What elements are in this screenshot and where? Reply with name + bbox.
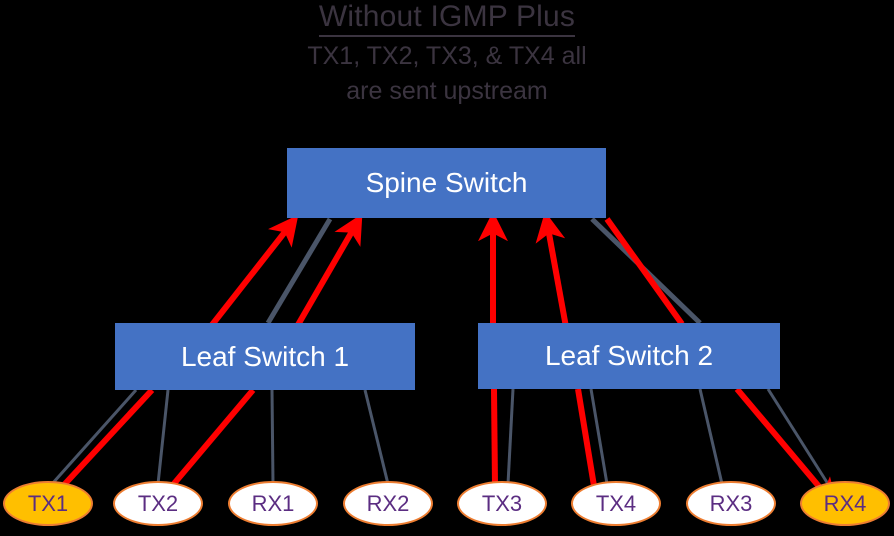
endpoint-label: TX3 (481, 490, 523, 516)
link-leaf1-tx2-idle (156, 389, 170, 485)
endpoint-tx4[interactable]: TX4 (571, 481, 661, 526)
link-tx1-leaf1-active (60, 387, 155, 489)
link-leaf1-spine-active-1 (205, 214, 299, 332)
endpoint-label: RX4 (823, 490, 867, 516)
endpoint-rx4[interactable]: RX4 (800, 481, 890, 526)
link-leaf1-spine-idle (265, 217, 333, 325)
subtitle-line-1: TX1, TX2, TX3, & TX4 all (307, 42, 587, 70)
spine-switch-node[interactable]: Spine Switch (287, 148, 606, 218)
endpoint-label: TX1 (27, 490, 69, 516)
leaf-switch-1-node[interactable]: Leaf Switch 1 (115, 323, 415, 390)
link-leaf2-rx4-active (734, 387, 838, 509)
link-leaf2-rx3-idle (698, 388, 724, 485)
endpoint-label: TX2 (137, 490, 179, 516)
endpoint-label: RX1 (251, 490, 295, 516)
endpoint-label: RX3 (709, 490, 753, 516)
link-tx2-leaf1-active (169, 388, 256, 488)
endpoint-rx3[interactable]: RX3 (686, 481, 776, 526)
link-tx4-leaf2-active (575, 388, 597, 487)
link-leaf2-spine-active-2 (535, 211, 569, 328)
link-leaf1-tx1-idle (50, 389, 138, 485)
page-title: Without IGMP Plus (318, 0, 576, 37)
subtitle-line-2: are sent upstream (346, 77, 548, 105)
endpoint-tx1[interactable]: TX1 (3, 481, 93, 526)
endpoint-label: RX2 (366, 490, 410, 516)
endpoint-tx3[interactable]: TX3 (457, 481, 547, 526)
endpoint-rx2[interactable]: RX2 (343, 481, 433, 526)
link-spine-leaf2-downstream (604, 217, 685, 326)
link-leaf1-rx2-idle (363, 389, 390, 485)
link-leaf2-spine-idle (590, 217, 702, 325)
link-leaf1-rx1-idle (270, 389, 275, 485)
endpoint-tx2[interactable]: TX2 (113, 481, 203, 526)
link-tx3-leaf2-active (491, 388, 498, 487)
endpoint-label: TX4 (595, 490, 637, 516)
link-leaf2-tx4-idle (589, 388, 609, 485)
link-leaf2-tx3-idle (506, 388, 515, 485)
leaf-switch-2-node[interactable]: Leaf Switch 2 (478, 323, 780, 389)
link-leaf2-rx4-idle (766, 388, 830, 485)
link-leaf1-spine-active-2 (292, 213, 363, 332)
diagram-title-block: Without IGMP Plus TX1, TX2, TX3, & TX4 a… (0, 0, 894, 107)
endpoint-rx1[interactable]: RX1 (228, 481, 318, 526)
